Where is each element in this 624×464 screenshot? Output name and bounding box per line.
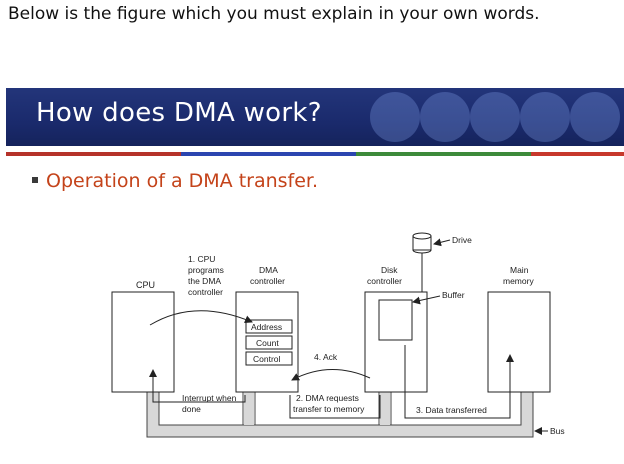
slide-title: How does DMA work? [36, 98, 322, 128]
title-divider-stripe [181, 152, 356, 156]
bullet-text: Operation of a DMA transfer. [46, 170, 319, 192]
disk-label-line1: Disk [381, 265, 398, 275]
interrupt-label-line1: Interrupt when [182, 393, 237, 403]
decorative-globe-icon [370, 92, 420, 142]
slide-title-banner: How does DMA work? [6, 88, 624, 146]
address-register [245, 319, 293, 334]
decorative-globe-icon [520, 92, 570, 142]
buffer-box [378, 299, 413, 341]
interrupt-arrow [149, 369, 246, 403]
title-divider-stripe [531, 152, 624, 156]
decorative-globe-icon [470, 92, 520, 142]
request-arrow [289, 395, 381, 419]
step2-label-line1: 2. DMA requests [296, 393, 359, 403]
step3-label: 3. Data transferred [416, 405, 487, 415]
buffer-label: Buffer [442, 290, 465, 300]
dma-label-line1: DMA [259, 265, 278, 275]
ack-arrow [291, 369, 371, 381]
drive-pointer-arrow [433, 238, 451, 247]
memory-label-line2: memory [503, 276, 534, 286]
step1-line3: the DMA [188, 276, 221, 286]
data-transfer-arrow [404, 345, 514, 419]
interrupt-label-line2: done [182, 404, 201, 414]
count-register [245, 335, 293, 350]
address-register-label: Address [251, 322, 282, 332]
main-memory-box [487, 291, 551, 393]
dma-label-line2: controller [250, 276, 285, 286]
bullet-item: Operation of a DMA transfer. [32, 170, 318, 192]
control-register-label: Control [253, 354, 281, 364]
buffer-pointer-arrow [412, 295, 441, 305]
cpu-label: CPU [136, 280, 155, 290]
decorative-globe-icon [570, 92, 620, 142]
count-register-label: Count [256, 338, 279, 348]
control-register [245, 351, 293, 366]
ack-label: 4. Ack [314, 352, 338, 362]
step2-label-line2: transfer to memory [293, 404, 365, 414]
step1-arrow [149, 310, 253, 326]
decorative-globe-icon [420, 92, 470, 142]
drive-label: Drive [452, 235, 472, 245]
title-divider-stripe [6, 152, 181, 156]
disk-label-line2: controller [367, 276, 402, 286]
step1-line2: programs [188, 265, 224, 275]
bus-label: Bus [550, 426, 565, 436]
step1-line1: 1. CPU [188, 254, 215, 264]
cpu-box [111, 291, 175, 393]
drive-cylinder-icon [412, 232, 432, 254]
instruction-text: Below is the figure which you must expla… [8, 4, 540, 24]
title-divider-stripe [356, 152, 531, 156]
bullet-square-icon [32, 176, 38, 183]
memory-label-line1: Main [510, 265, 529, 275]
step1-line4: controller [188, 287, 223, 297]
